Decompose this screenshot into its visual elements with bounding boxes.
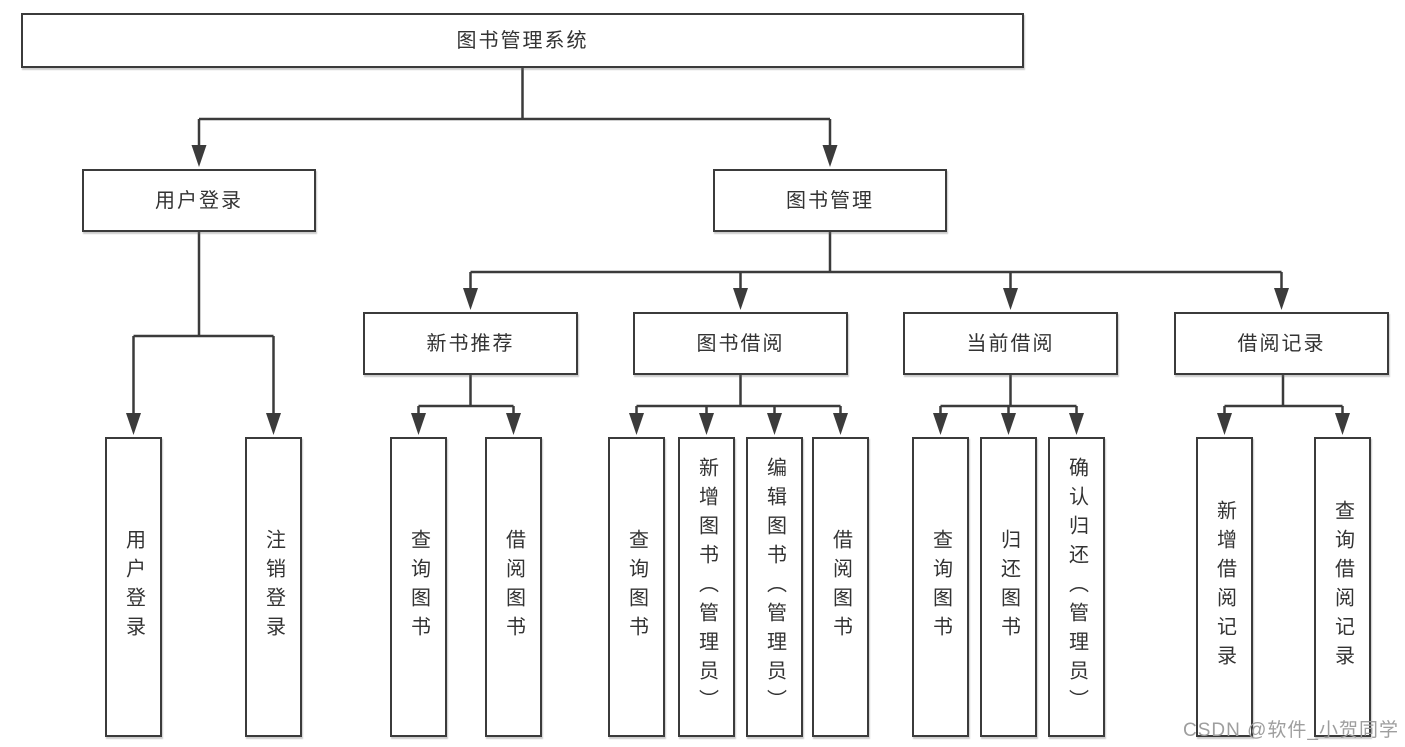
node-label: 查询图书 <box>407 529 430 645</box>
node-leaf-query-books-1: 查询图书 <box>390 437 447 737</box>
arrow-down-icon <box>1335 413 1350 435</box>
node-label: 查询图书 <box>625 529 648 645</box>
node-label: 用户登录 <box>155 189 243 212</box>
arrow-down-icon <box>822 145 838 167</box>
node-leaf-add-borrow-record: 新增借阅记录 <box>1196 437 1253 737</box>
arrow-down-icon <box>266 413 281 435</box>
arrow-down-icon <box>191 145 207 167</box>
node-leaf-query-books-2: 查询图书 <box>608 437 665 737</box>
node-label: 借阅图书 <box>829 529 852 645</box>
arrow-down-icon <box>506 413 521 435</box>
node-label: 查询借阅记录 <box>1331 500 1354 674</box>
arrow-down-icon <box>767 413 782 435</box>
arrow-down-icon <box>126 413 141 435</box>
arrow-down-icon <box>933 413 948 435</box>
node-label: 图书管理 <box>786 189 874 212</box>
node-label: 图书借阅 <box>696 332 785 355</box>
node-book-borrow: 图书借阅 <box>633 312 848 375</box>
node-label: 借阅记录 <box>1237 332 1326 355</box>
node-leaf-query-borrow-record: 查询借阅记录 <box>1314 437 1371 737</box>
node-leaf-query-books-3: 查询图书 <box>912 437 969 737</box>
arrow-down-icon <box>629 413 644 435</box>
node-leaf-confirm-return-admin: 确认归还（管理员） <box>1048 437 1105 737</box>
node-leaf-borrow-books-2: 借阅图书 <box>812 437 869 737</box>
arrowhead-icons <box>126 145 1350 435</box>
node-label: 注销登录 <box>262 529 285 645</box>
csdn-watermark: CSDN @软件_小贺同学 <box>1183 720 1399 741</box>
arrow-down-icon <box>1003 288 1018 310</box>
connector-paths <box>132 68 1344 416</box>
arrow-down-icon <box>1069 413 1084 435</box>
node-current-borrow: 当前借阅 <box>903 312 1118 375</box>
node-label: 新书推荐 <box>426 332 515 355</box>
node-leaf-return-books: 归还图书 <box>980 437 1037 737</box>
node-leaf-borrow-books-1: 借阅图书 <box>485 437 542 737</box>
arrow-down-icon <box>733 288 748 310</box>
node-label: 用户登录 <box>122 529 145 645</box>
node-user-login-group: 用户登录 <box>82 169 316 232</box>
node-label: 归还图书 <box>997 529 1020 645</box>
arrow-down-icon <box>1217 413 1232 435</box>
node-label: 当前借阅 <box>966 332 1055 355</box>
node-leaf-edit-books-admin: 编辑图书（管理员） <box>746 437 803 737</box>
node-label: 新增图书（管理员） <box>695 456 718 718</box>
node-label: 查询图书 <box>929 529 952 645</box>
node-book-management-group: 图书管理 <box>713 169 947 232</box>
node-borrow-records: 借阅记录 <box>1174 312 1389 375</box>
arrow-down-icon <box>1001 413 1016 435</box>
node-new-book-recommend: 新书推荐 <box>363 312 578 375</box>
node-leaf-logout: 注销登录 <box>245 437 302 737</box>
arrow-down-icon <box>1274 288 1289 310</box>
node-label: 确认归还（管理员） <box>1065 456 1088 718</box>
node-label: 编辑图书（管理员） <box>763 456 786 718</box>
node-label: 借阅图书 <box>502 529 525 645</box>
arrow-down-icon <box>411 413 426 435</box>
node-library-management-system: 图书管理系统 <box>21 13 1024 68</box>
node-leaf-add-books-admin: 新增图书（管理员） <box>678 437 735 737</box>
node-label: 图书管理系统 <box>456 29 589 52</box>
node-label: 新增借阅记录 <box>1213 500 1236 674</box>
arrow-down-icon <box>833 413 848 435</box>
arrow-down-icon <box>699 413 714 435</box>
node-leaf-user-login: 用户登录 <box>105 437 162 737</box>
arrow-down-icon <box>463 288 478 310</box>
